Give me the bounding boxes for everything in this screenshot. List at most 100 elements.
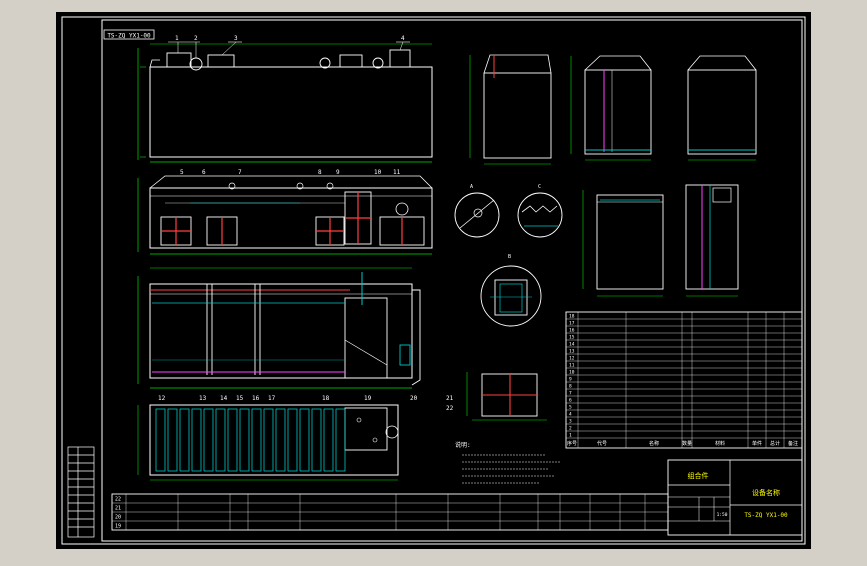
parts-row-index: 10 xyxy=(569,370,575,376)
parts-table-header: 序号 xyxy=(567,440,577,447)
parts-row-index: 17 xyxy=(569,321,575,327)
callout-13: 13 xyxy=(199,395,207,402)
settler-tube xyxy=(311,408,322,472)
parts-table-header: 总计 xyxy=(770,440,780,447)
detail-a: A xyxy=(454,184,500,238)
settler-tube xyxy=(227,408,238,472)
detail-a-label: A xyxy=(470,184,473,190)
settler-tube xyxy=(287,408,298,472)
side-section-1 xyxy=(582,190,664,297)
drawing-frame-inner xyxy=(101,19,803,542)
settler-tube xyxy=(191,408,202,472)
callout-21: 21 xyxy=(446,395,454,402)
settler-tube xyxy=(179,408,190,472)
callout-7: 7 xyxy=(238,169,242,176)
parts-row-index: 7 xyxy=(569,391,572,397)
callout-1: 1 xyxy=(175,35,179,42)
callout-6: 6 xyxy=(202,169,206,176)
callouts-plan: 5 6 7 8 9 10 11 xyxy=(180,169,401,176)
title-assembly: 组合件 xyxy=(688,471,709,480)
title-name: 设备名称 xyxy=(752,488,780,497)
settler-tube xyxy=(263,408,274,472)
plan-view xyxy=(137,175,433,255)
drawing-number-box xyxy=(103,29,155,40)
callout-8: 8 xyxy=(318,169,322,176)
detail-c-label: C xyxy=(538,184,541,190)
left-stamp-table xyxy=(67,446,95,538)
settler-tube xyxy=(251,408,262,472)
drawing-number: TS-ZQ YX1-00 xyxy=(107,33,151,40)
lower-row-index: 20 xyxy=(115,515,121,521)
parts-table-header: 单件 xyxy=(752,440,762,447)
callout-17: 17 xyxy=(268,395,276,402)
settler-tube xyxy=(335,408,346,472)
parts-table-header: 名称 xyxy=(649,440,659,447)
parts-table-header: 代号 xyxy=(597,440,607,447)
settler-tube xyxy=(323,408,334,472)
settler-tube xyxy=(167,408,178,472)
parts-table-header: 备注 xyxy=(788,440,798,447)
parts-row-index: 3 xyxy=(569,419,572,425)
callout-14: 14 xyxy=(220,395,228,402)
detail-c: C xyxy=(517,184,563,238)
settler-tube xyxy=(275,408,286,472)
model-space xyxy=(56,12,811,549)
callout-5: 5 xyxy=(180,169,184,176)
callout-9: 9 xyxy=(336,169,340,176)
title-block: 组合件 设备名称 TS-ZQ YX1-00 1:50 xyxy=(667,459,803,536)
parts-row-index: 6 xyxy=(569,398,572,404)
parts-row-index: 9 xyxy=(569,377,572,383)
lower-row-index: 22 xyxy=(115,497,121,503)
parts-list-table: 181716151413121110987654321序号代号名称数量材料单件总… xyxy=(565,311,803,449)
detail-b-label: B xyxy=(508,254,511,260)
callout-22: 22 xyxy=(446,405,454,412)
side-elevation-2 xyxy=(570,55,652,161)
callouts-top: 1 2 3 4 xyxy=(168,35,410,58)
parts-row-index: 14 xyxy=(569,342,575,348)
parts-row-index: 4 xyxy=(569,412,572,418)
parts-row-index: 12 xyxy=(569,356,575,362)
side-section-2 xyxy=(685,184,739,297)
callout-20: 20 xyxy=(410,395,418,402)
parts-row-index: 13 xyxy=(569,349,575,355)
settler-tube xyxy=(215,408,226,472)
callout-10: 10 xyxy=(374,169,382,176)
notes-title: 说明: xyxy=(455,441,471,449)
detail-b: B xyxy=(480,254,542,327)
callout-2: 2 xyxy=(194,35,198,42)
parts-row-index: 11 xyxy=(569,363,575,369)
settler-tube xyxy=(239,408,250,472)
parts-row-index: 5 xyxy=(569,405,572,411)
lower-row-index: 19 xyxy=(115,524,121,530)
settler-tube xyxy=(299,408,310,472)
lower-parts-table: 22 21 20 19 xyxy=(111,493,669,531)
settler-tube xyxy=(203,408,214,472)
parts-row-index: 1 xyxy=(569,433,572,439)
side-elevation-3 xyxy=(687,55,757,161)
side-elevation-1 xyxy=(469,54,552,165)
front-elevation-view xyxy=(137,43,433,163)
title-ratio: 1:50 xyxy=(717,512,728,518)
callout-3: 3 xyxy=(234,35,238,42)
drawing-frame-outer xyxy=(61,16,806,545)
lower-row-index: 21 xyxy=(115,506,121,512)
callouts-lower: 12 13 14 15 16 17 18 19 20 21 22 xyxy=(158,395,454,412)
tube-settler-bank xyxy=(155,408,346,472)
parts-row-index: 15 xyxy=(569,335,575,341)
parts-table-frame xyxy=(565,311,803,449)
section-view xyxy=(137,267,421,389)
callout-4: 4 xyxy=(401,35,405,42)
callout-18: 18 xyxy=(322,395,330,402)
settler-tube xyxy=(155,408,166,472)
notes-block: 说明: xyxy=(455,441,560,484)
callout-16: 16 xyxy=(252,395,260,402)
parts-table-header: 数量 xyxy=(682,440,692,447)
callout-15: 15 xyxy=(236,395,244,402)
title-code: TS-ZQ YX1-00 xyxy=(744,512,788,519)
parts-row-index: 2 xyxy=(569,426,572,432)
parts-row-index: 18 xyxy=(569,314,575,320)
parts-table-header: 材料 xyxy=(715,440,725,447)
parts-row-index: 8 xyxy=(569,384,572,390)
